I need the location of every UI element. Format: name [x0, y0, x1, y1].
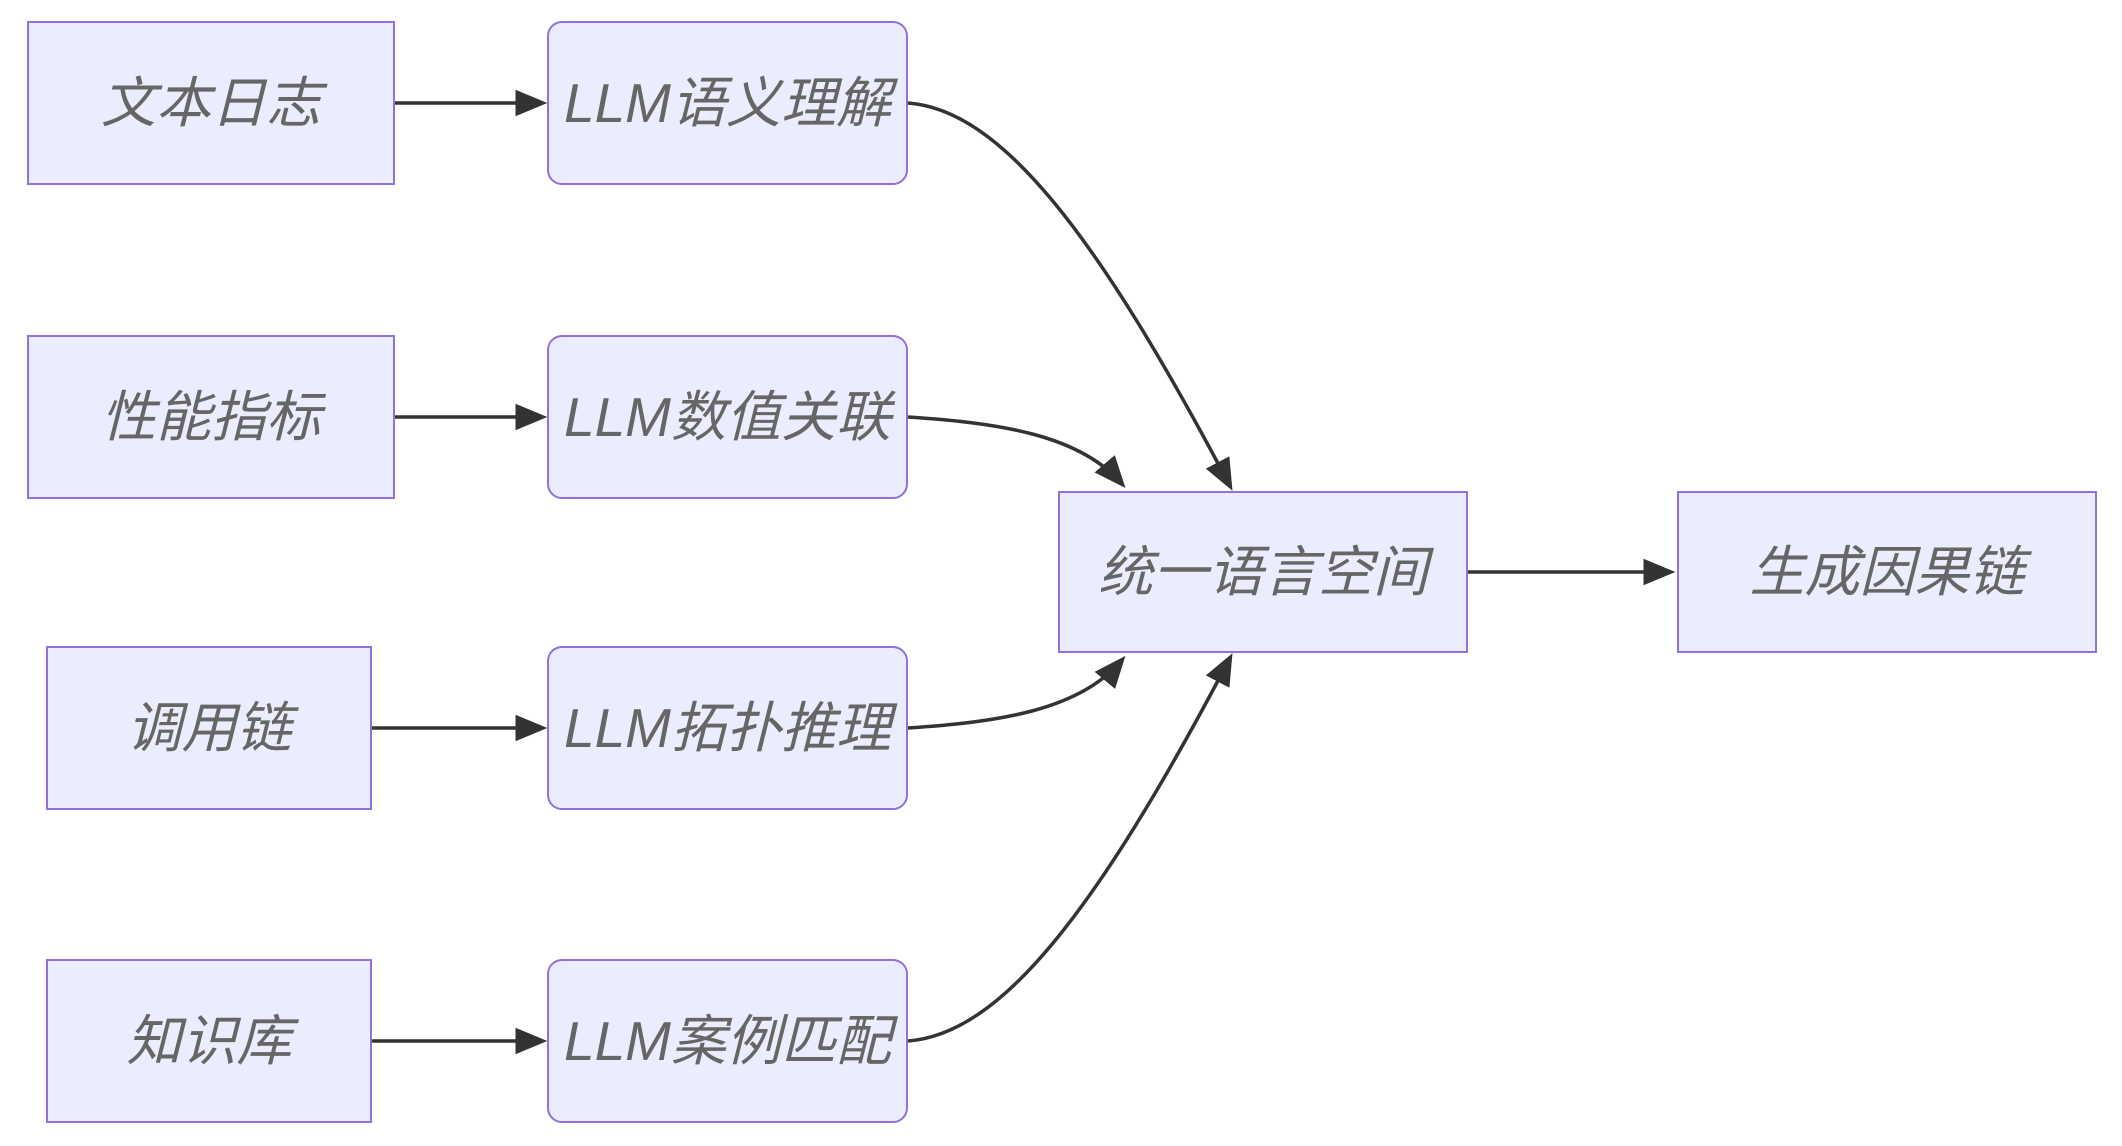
- edge-llm-case-to-unified-space: [907, 653, 1233, 1043]
- node-llm-semantic: LLM语义理解: [547, 21, 908, 185]
- node-label-unified-space: 统一语言空间: [1097, 540, 1428, 603]
- node-label-perf-metrics: 性能指标: [100, 385, 321, 448]
- node-label-call-chain: 调用链: [126, 696, 292, 759]
- node-call-chain: 调用链: [46, 646, 372, 810]
- edge-llm-numeric-to-unified-space: [907, 415, 1126, 489]
- node-label-text-log: 文本日志: [100, 71, 321, 134]
- edge-llm-semantic-to-unified-space: [907, 101, 1233, 491]
- node-llm-numeric: LLM数值关联: [547, 335, 908, 499]
- node-unified-space: 统一语言空间: [1058, 491, 1468, 653]
- node-causal-chain: 生成因果链: [1677, 491, 2097, 653]
- node-label-causal-chain: 生成因果链: [1749, 540, 2025, 603]
- node-label-llm-case: LLM案例匹配: [564, 1009, 891, 1072]
- node-llm-case: LLM案例匹配: [547, 959, 908, 1123]
- node-label-llm-numeric: LLM数值关联: [564, 385, 891, 448]
- node-label-knowledge-base: 知识库: [126, 1009, 292, 1072]
- node-label-llm-topology: LLM拓扑推理: [564, 696, 891, 759]
- edge-llm-topology-to-unified-space: [907, 655, 1126, 730]
- node-llm-topology: LLM拓扑推理: [547, 646, 908, 810]
- node-perf-metrics: 性能指标: [27, 335, 395, 499]
- edges-group: [372, 89, 1676, 1055]
- node-label-llm-semantic: LLM语义理解: [564, 71, 891, 134]
- node-text-log: 文本日志: [27, 21, 395, 185]
- node-knowledge-base: 知识库: [46, 959, 372, 1123]
